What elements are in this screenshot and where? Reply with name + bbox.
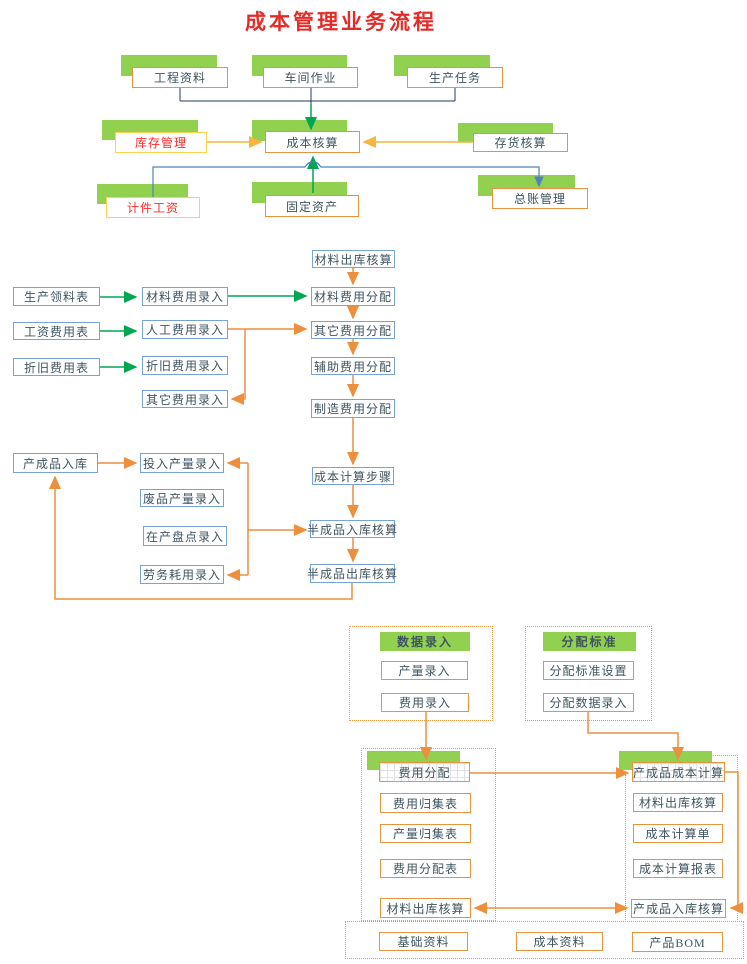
node-cost-calc-report: 成本计算报表 — [633, 859, 723, 878]
group-data-entry — [349, 626, 493, 721]
orange-flow-arrows — [49, 268, 743, 914]
node-output-collection-sheet: 产量归集表 — [380, 824, 471, 843]
node-project-data: 工程资料 — [132, 67, 228, 88]
header-data-entry: 数据录入 — [380, 632, 470, 651]
node-product-bom: 产品BOM — [632, 932, 723, 952]
node-base-data: 基础资料 — [379, 932, 468, 951]
node-allocation-data-entry: 分配数据录入 — [543, 693, 634, 712]
node-finished-goods-inbound: 产成品入库 — [13, 453, 98, 473]
page-title: 成本管理业务流程 — [245, 10, 437, 34]
node-wip-count-entry: 在产盘点录入 — [143, 526, 227, 546]
node-input-output-entry: 投入产量录入 — [140, 453, 224, 473]
node-inventory-management: 库存管理 — [115, 132, 207, 153]
node-auxiliary-cost-allocation: 辅助费用分配 — [311, 357, 395, 375]
node-scrap-output-entry: 废品产量录入 — [140, 489, 224, 507]
node-semi-finished-outbound-accounting: 半成品出库核算 — [307, 564, 397, 583]
node-output-entry: 产量录入 — [381, 661, 468, 680]
node-workshop-operation: 车间作业 — [263, 67, 358, 88]
group-base-data — [345, 921, 744, 959]
node-expense-allocation-sheet: 费用分配表 — [380, 859, 471, 878]
node-material-issue-accounting: 材料出库核算 — [312, 250, 395, 268]
node-general-ledger: 总账管理 — [492, 188, 588, 209]
node-production-picking-list: 生产领料表 — [13, 287, 100, 306]
node-material-cost-allocation: 材料费用分配 — [311, 287, 395, 306]
node-piecework-wage: 计件工资 — [106, 197, 200, 218]
node-depreciation-expense-list: 折旧费用表 — [13, 358, 100, 376]
node-stock-accounting: 存货核算 — [473, 133, 568, 152]
node-cost-calc-sheet: 成本计算单 — [633, 824, 723, 843]
node-finished-goods-inbound-accounting: 产成品入库核算 — [631, 899, 726, 918]
node-expense-collection-sheet: 费用归集表 — [380, 793, 471, 813]
node-material-cost-entry: 材料费用录入 — [142, 287, 228, 306]
node-other-cost-entry: 其它费用录入 — [142, 390, 228, 408]
node-manufacturing-cost-allocation: 制造费用分配 — [311, 399, 395, 418]
node-depreciation-cost-entry: 折旧费用录入 — [142, 356, 228, 375]
node-allocation-standard-setup: 分配标准设置 — [543, 661, 634, 680]
node-material-issue-accounting-right: 材料出库核算 — [633, 793, 723, 812]
node-expense-allocation: 费用分配 — [379, 762, 470, 782]
node-cost-calc-steps: 成本计算步骤 — [312, 467, 394, 485]
green-entry-arrows — [100, 290, 308, 373]
line-piecework-to-general-ledger — [152, 160, 544, 197]
node-cost-accounting: 成本核算 — [265, 131, 360, 153]
node-finished-goods-cost-calc: 产成品成本计算 — [632, 762, 725, 782]
node-production-task: 生产任务 — [407, 67, 503, 88]
node-semi-finished-inbound-accounting: 半成品入库核算 — [307, 520, 397, 538]
header-allocation-standard: 分配标准 — [543, 632, 636, 651]
node-labor-cost-entry: 人工费用录入 — [142, 320, 228, 339]
top-tree-lines — [179, 88, 456, 106]
node-labor-consumption-entry: 劳务耗用录入 — [140, 565, 224, 584]
node-other-cost-allocation: 其它费用分配 — [311, 321, 395, 339]
node-material-issue-accounting-left: 材料出库核算 — [380, 898, 471, 918]
node-expense-entry: 费用录入 — [381, 693, 469, 712]
node-wage-expense-list: 工资费用表 — [13, 322, 100, 340]
node-cost-data: 成本资料 — [516, 932, 603, 951]
node-fixed-assets: 固定资产 — [265, 195, 359, 217]
